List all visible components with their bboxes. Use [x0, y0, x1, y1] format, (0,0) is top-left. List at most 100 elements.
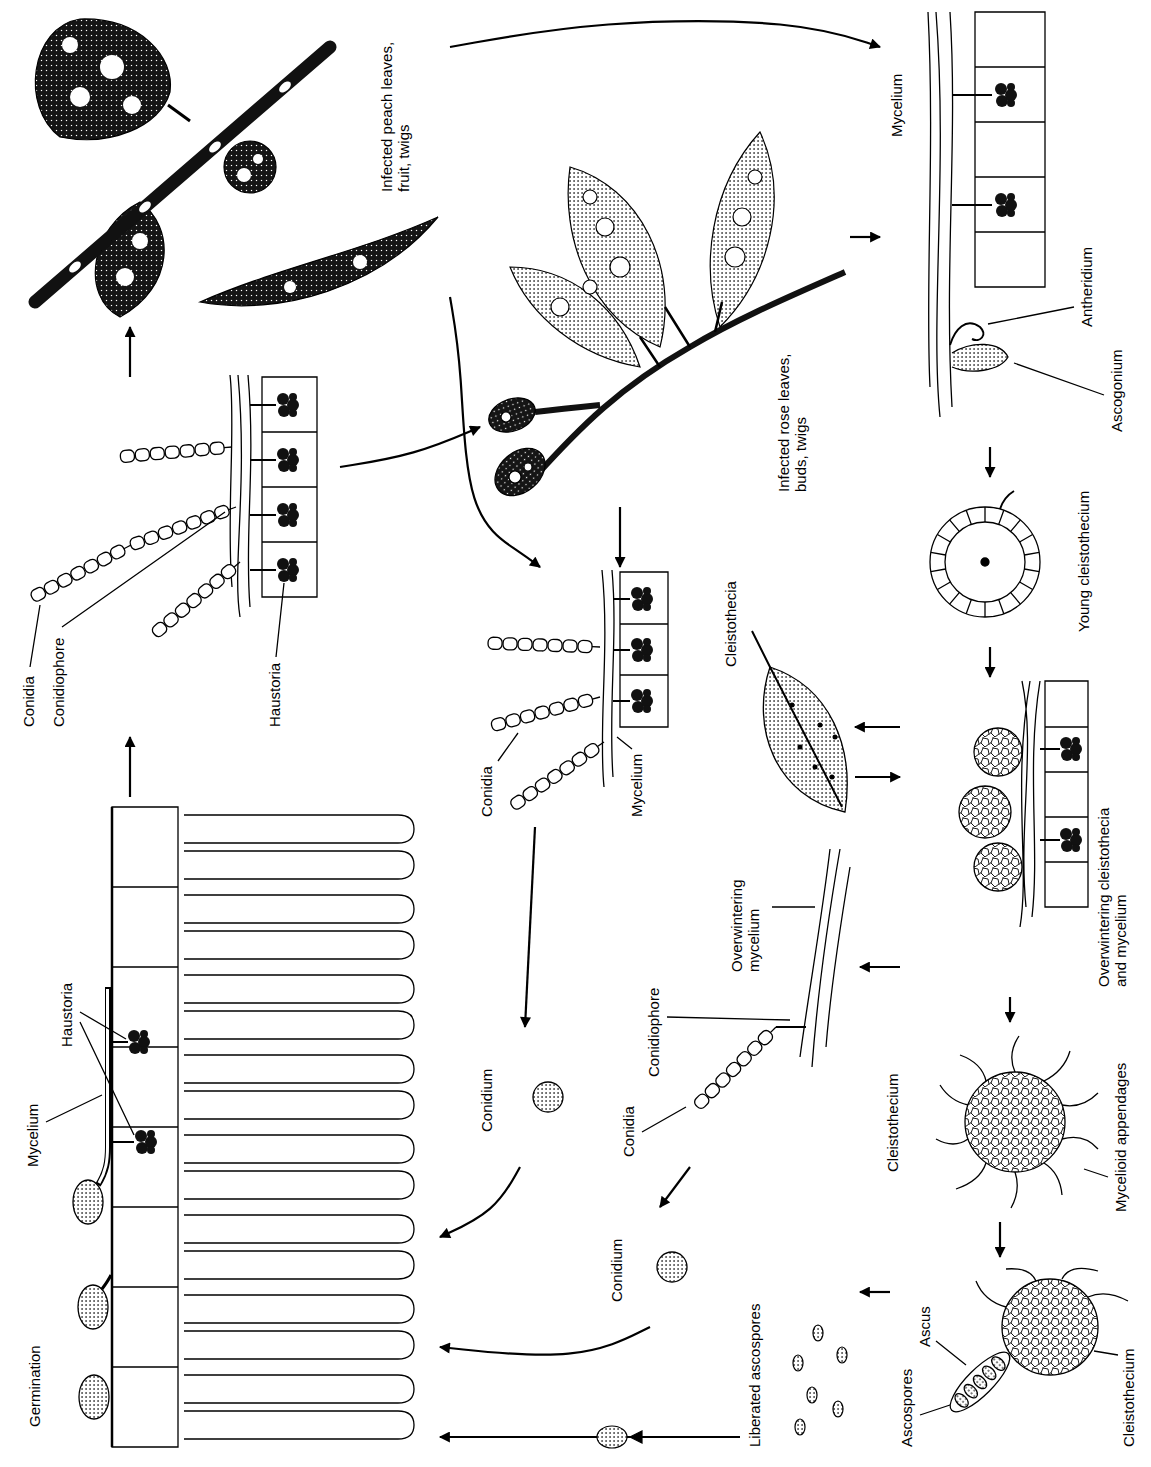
conidiophore [776, 1026, 806, 1028]
cleistothecium [974, 728, 1022, 776]
lesion [237, 168, 251, 182]
cycle-arrow [619, 507, 621, 567]
stage-label: Infected rose leaves, buds, twigs [775, 327, 810, 492]
stage-panel: ConidiaConidiophoreOverwintering myceliu… [610, 847, 860, 1167]
cleistothecium-dot [790, 703, 838, 780]
conidia-section [29, 375, 317, 667]
stage-panel: Infected rose leaves, buds, twigs [480, 117, 850, 507]
stage-label: Conidia [620, 1106, 637, 1157]
leaf [35, 19, 170, 140]
lesion [62, 37, 367, 293]
leader-line [920, 1341, 1118, 1415]
cleistothecium-dot [833, 735, 838, 740]
host-cells [1045, 681, 1088, 907]
stage-label: Germination [26, 1345, 43, 1427]
conidia-chain [488, 637, 600, 653]
stage-label: Infected peach leaves, fruit, twigs [378, 17, 413, 192]
lesion [277, 79, 293, 94]
cycle-arrow [525, 827, 535, 1027]
stage-panel: Conidium [600, 1207, 710, 1327]
rose-illustration [484, 132, 845, 505]
lesion [748, 170, 762, 184]
lesion [583, 280, 597, 294]
conidium [657, 1252, 687, 1282]
cycle-arrow [440, 1327, 650, 1355]
cycle-arrow [989, 447, 991, 477]
stage-panel: ConidiaConidiophoreHaustoria [10, 377, 340, 737]
lesion [137, 199, 153, 214]
ascogonium [952, 344, 1008, 371]
stage-label: Cleistothecium [1120, 1349, 1137, 1447]
cleistothecium-dot [813, 765, 818, 770]
hypha [602, 570, 614, 787]
conidia-chain [150, 557, 244, 638]
lesion [284, 281, 296, 293]
stage-label: Cleistothecia [722, 581, 739, 667]
stage-label: Overwintering cleistothecia and mycelium [1095, 787, 1130, 987]
ascospores [793, 1355, 803, 1371]
midrib [752, 631, 842, 807]
lesion [725, 247, 745, 267]
overwintering-cleistothecia [959, 681, 1088, 927]
leaf [200, 217, 438, 306]
stage-label: Conidia [478, 766, 495, 817]
leaf-with-cleistothecia [752, 631, 847, 812]
stage-label: Liberated ascospores [746, 1282, 763, 1447]
cleistothecium-dot [798, 745, 803, 750]
cycle-arrow [129, 327, 131, 377]
conidia-chain [129, 501, 238, 551]
cleistothecium [959, 786, 1011, 838]
stage-panel: Young cleistothecium [900, 477, 1140, 647]
conidia-section [488, 570, 687, 1282]
stage-panel: Liberated ascospores [740, 1277, 860, 1457]
petiole [168, 105, 190, 121]
hypha [800, 849, 850, 1067]
stage-panel: Conidium [470, 1027, 580, 1167]
spore [79, 1375, 109, 1419]
lesion [67, 259, 83, 274]
cleistothecium [965, 1072, 1065, 1172]
cleistothecium-dot [818, 723, 823, 728]
haustorium [995, 193, 1017, 217]
stage-label: Ascogonium [1108, 349, 1125, 432]
conidia-chain [120, 441, 233, 463]
stage-label: Conidium [478, 1069, 495, 1132]
penetration-peg [250, 405, 276, 570]
cycle-arrow [440, 1167, 520, 1237]
cycle-arrow [450, 297, 540, 567]
haustorium [277, 448, 299, 472]
young-cleistothecium [930, 507, 1040, 617]
hypha [928, 12, 953, 417]
cleistothecium [974, 843, 1022, 891]
peach-illustration [35, 19, 438, 317]
stage-label: Haustoria [58, 983, 75, 1047]
lesion [583, 190, 597, 204]
bud [484, 392, 540, 438]
bud [486, 439, 555, 506]
cycle-arrow [999, 1222, 1001, 1257]
stage-label: Conidiophore [645, 988, 662, 1077]
lesion [551, 298, 569, 316]
lesion [62, 37, 78, 53]
stage-panel: GerminationMyceliumHaustoria [10, 797, 440, 1457]
leader-line [30, 512, 284, 667]
ascus [989, 1354, 1007, 1372]
stage-label: Conidiophore [50, 638, 67, 727]
spore [78, 1285, 108, 1329]
lesion [596, 218, 614, 236]
conidium [533, 1082, 563, 1112]
young-cleistothecium [981, 558, 989, 566]
cleistothecium [1002, 1279, 1098, 1375]
cycle-arrow [450, 21, 880, 47]
leaf-stalk [640, 302, 722, 367]
lesion [132, 233, 148, 249]
conidia-chain [490, 691, 601, 732]
ascospores [833, 1401, 843, 1417]
sexual-stage [928, 12, 1104, 417]
stage-panel: AscosporesAscusCleistothecium [890, 1257, 1145, 1457]
conidia-chain [693, 1023, 781, 1111]
haustorium [995, 83, 1017, 107]
haustorium [631, 638, 653, 662]
cycle-arrow [1009, 997, 1011, 1022]
